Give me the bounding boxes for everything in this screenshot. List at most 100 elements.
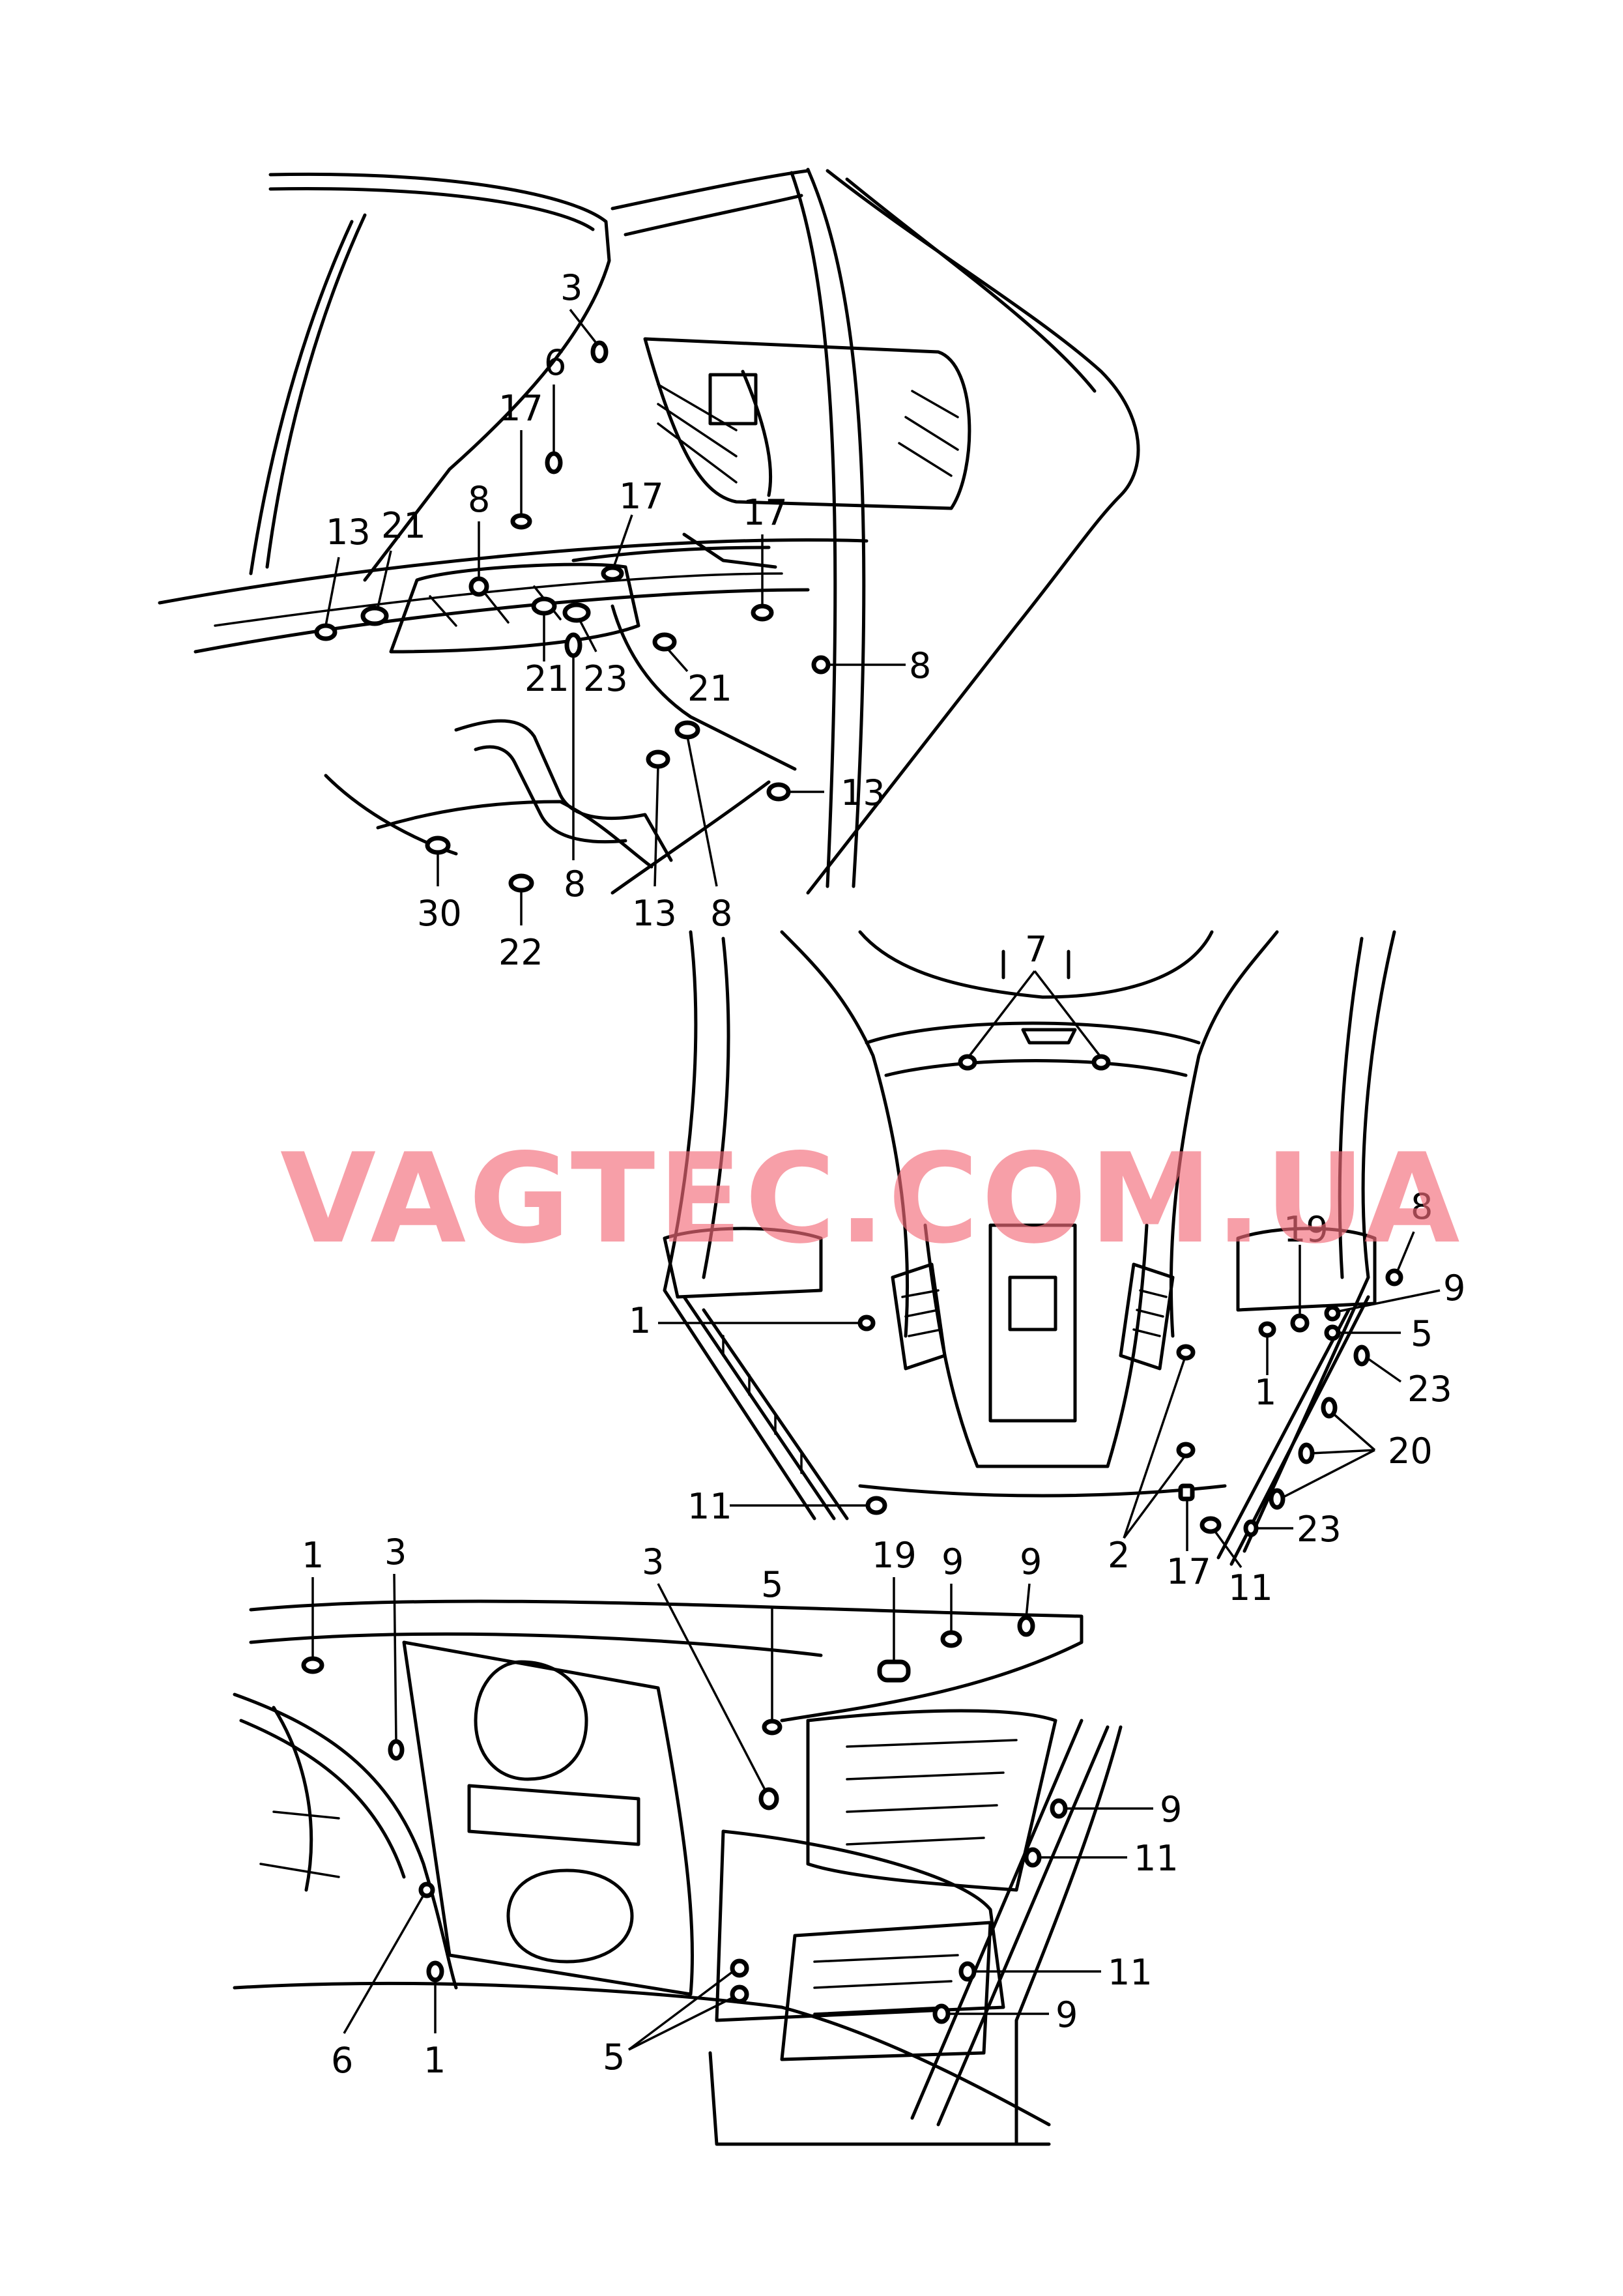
- callout-label: 1: [302, 1535, 324, 1576]
- callout-label: 17: [619, 476, 664, 517]
- grommet-6-top: [545, 451, 563, 474]
- grommet-21-c: [652, 632, 677, 652]
- callout-label: 17: [498, 388, 543, 429]
- plug-23-a: [1353, 1344, 1370, 1367]
- plug-9-bottom-d: [932, 2003, 951, 2024]
- plug-23-b: [1243, 1519, 1259, 1537]
- grommet-17-c: [751, 603, 774, 622]
- grommet-13-a: [314, 623, 338, 641]
- callout-label: 7: [1025, 929, 1047, 970]
- callout-label: 3: [642, 1541, 664, 1582]
- plug-1-bottom-a: [301, 1656, 324, 1674]
- callout-label: 6: [331, 2040, 353, 2081]
- plug-2-a: [1176, 1344, 1196, 1361]
- callout-label: 9: [1443, 1268, 1465, 1309]
- callout-label: 13: [840, 772, 885, 813]
- plug-7-b: [1091, 1054, 1111, 1071]
- callout-label: 9: [1056, 1994, 1078, 2035]
- callout-label: 9: [1020, 1541, 1042, 1582]
- callout-label: 9: [941, 1541, 964, 1582]
- plug-2-b: [1176, 1442, 1196, 1459]
- plug-1-mid-left: [857, 1315, 876, 1331]
- plug-5-bottom-c: [730, 1984, 749, 2004]
- callout-label: 17: [743, 492, 788, 533]
- plug-8-mid: [1385, 1268, 1403, 1286]
- grommet-8-c: [811, 655, 831, 675]
- grommet-21-b: [531, 596, 557, 616]
- callout-label: 11: [1108, 1952, 1153, 1993]
- plug-3-bottom-b: [758, 1787, 779, 1810]
- callout-labels: 3 6 17 8 17 17 13 21 21 23 21 8 13 30 22…: [302, 267, 1465, 2081]
- top-body-view: [158, 167, 1140, 895]
- grommet-22: [508, 873, 534, 893]
- callout-label: 3: [384, 1532, 407, 1573]
- grommet-13-b: [766, 782, 791, 802]
- callout-label: 2: [1108, 1535, 1130, 1576]
- plug-11-bottom-b: [958, 1961, 977, 1982]
- callout-label: 13: [326, 512, 371, 553]
- callout-label: 11: [687, 1486, 732, 1527]
- grommet-17-b: [601, 565, 624, 582]
- callout-label: 8: [564, 864, 586, 905]
- callout-label: 21: [687, 668, 732, 709]
- callout-label: 5: [603, 2037, 625, 2078]
- plug-11-mid-left: [865, 1496, 887, 1515]
- plug-3-bottom-a: [388, 1739, 405, 1761]
- callout-label: 5: [761, 1564, 783, 1605]
- callout-label: 1: [1254, 1372, 1276, 1413]
- callout-label: 1: [424, 2040, 446, 2081]
- middle-underbody-view: [663, 930, 1396, 1566]
- grommet-3-top: [590, 340, 609, 364]
- callout-label: 8: [909, 645, 931, 686]
- callout-label: 13: [632, 893, 677, 934]
- grommet-8-b: [564, 632, 582, 658]
- callout-label: 20: [1388, 1431, 1433, 1472]
- callout-label: 6: [544, 342, 566, 383]
- callout-label: 5: [1411, 1313, 1433, 1354]
- plug-9-bottom-a: [940, 1630, 962, 1648]
- callout-label: 1: [629, 1300, 651, 1341]
- grommet-21-a: [360, 605, 389, 626]
- bottom-underbody-view: [233, 1599, 1123, 2146]
- plug-20-c: [1269, 1488, 1285, 1510]
- plug-11-bottom-a: [1024, 1847, 1042, 1868]
- plug-7-a: [958, 1054, 977, 1071]
- plug-17-mid: [1178, 1483, 1195, 1502]
- callout-label: 19: [872, 1535, 917, 1576]
- callout-label: 21: [381, 505, 426, 546]
- callout-label: 22: [498, 932, 543, 973]
- grommet-30: [425, 836, 451, 855]
- watermark: VAGTEC.COM.UA: [280, 1127, 1463, 1271]
- callout-label: 8: [468, 479, 490, 520]
- plug-6-bottom: [418, 1882, 435, 1898]
- plug-11-mid-right: [1199, 1516, 1222, 1534]
- grommet-13-c: [646, 749, 670, 769]
- plug-19-mid: [1290, 1313, 1310, 1333]
- grommet-8-d: [674, 720, 700, 740]
- plug-5-mid: [1324, 1324, 1341, 1341]
- callout-label: 11: [1228, 1567, 1273, 1608]
- plug-20-b: [1298, 1442, 1315, 1464]
- callout-label: 21: [524, 658, 569, 699]
- callout-label: 19: [1284, 1209, 1329, 1250]
- plug-5-bottom-a: [762, 1719, 783, 1736]
- callout-label: 9: [1160, 1789, 1182, 1830]
- plug-20-a: [1321, 1397, 1338, 1419]
- plug-9-mid: [1324, 1305, 1341, 1322]
- plug-1-mid-right: [1258, 1321, 1276, 1338]
- callout-label: 8: [710, 893, 732, 934]
- plug-19-bottom: [877, 1659, 911, 1683]
- grommet-17-a: [510, 513, 532, 530]
- callout-label: 17: [1166, 1551, 1211, 1592]
- plug-9-bottom-b: [1017, 1615, 1035, 1637]
- plug-9-bottom-c: [1050, 1798, 1068, 1819]
- callout-label: 30: [417, 893, 462, 934]
- plug-5-bottom-b: [730, 1958, 749, 1978]
- plug-1-bottom-b: [426, 1960, 444, 1983]
- callout-label: 23: [1297, 1509, 1342, 1550]
- fastener-callouts: [301, 308, 1441, 2051]
- callout-label: 11: [1134, 1838, 1179, 1879]
- callout-label: 23: [583, 658, 628, 699]
- callout-label: 23: [1407, 1369, 1452, 1410]
